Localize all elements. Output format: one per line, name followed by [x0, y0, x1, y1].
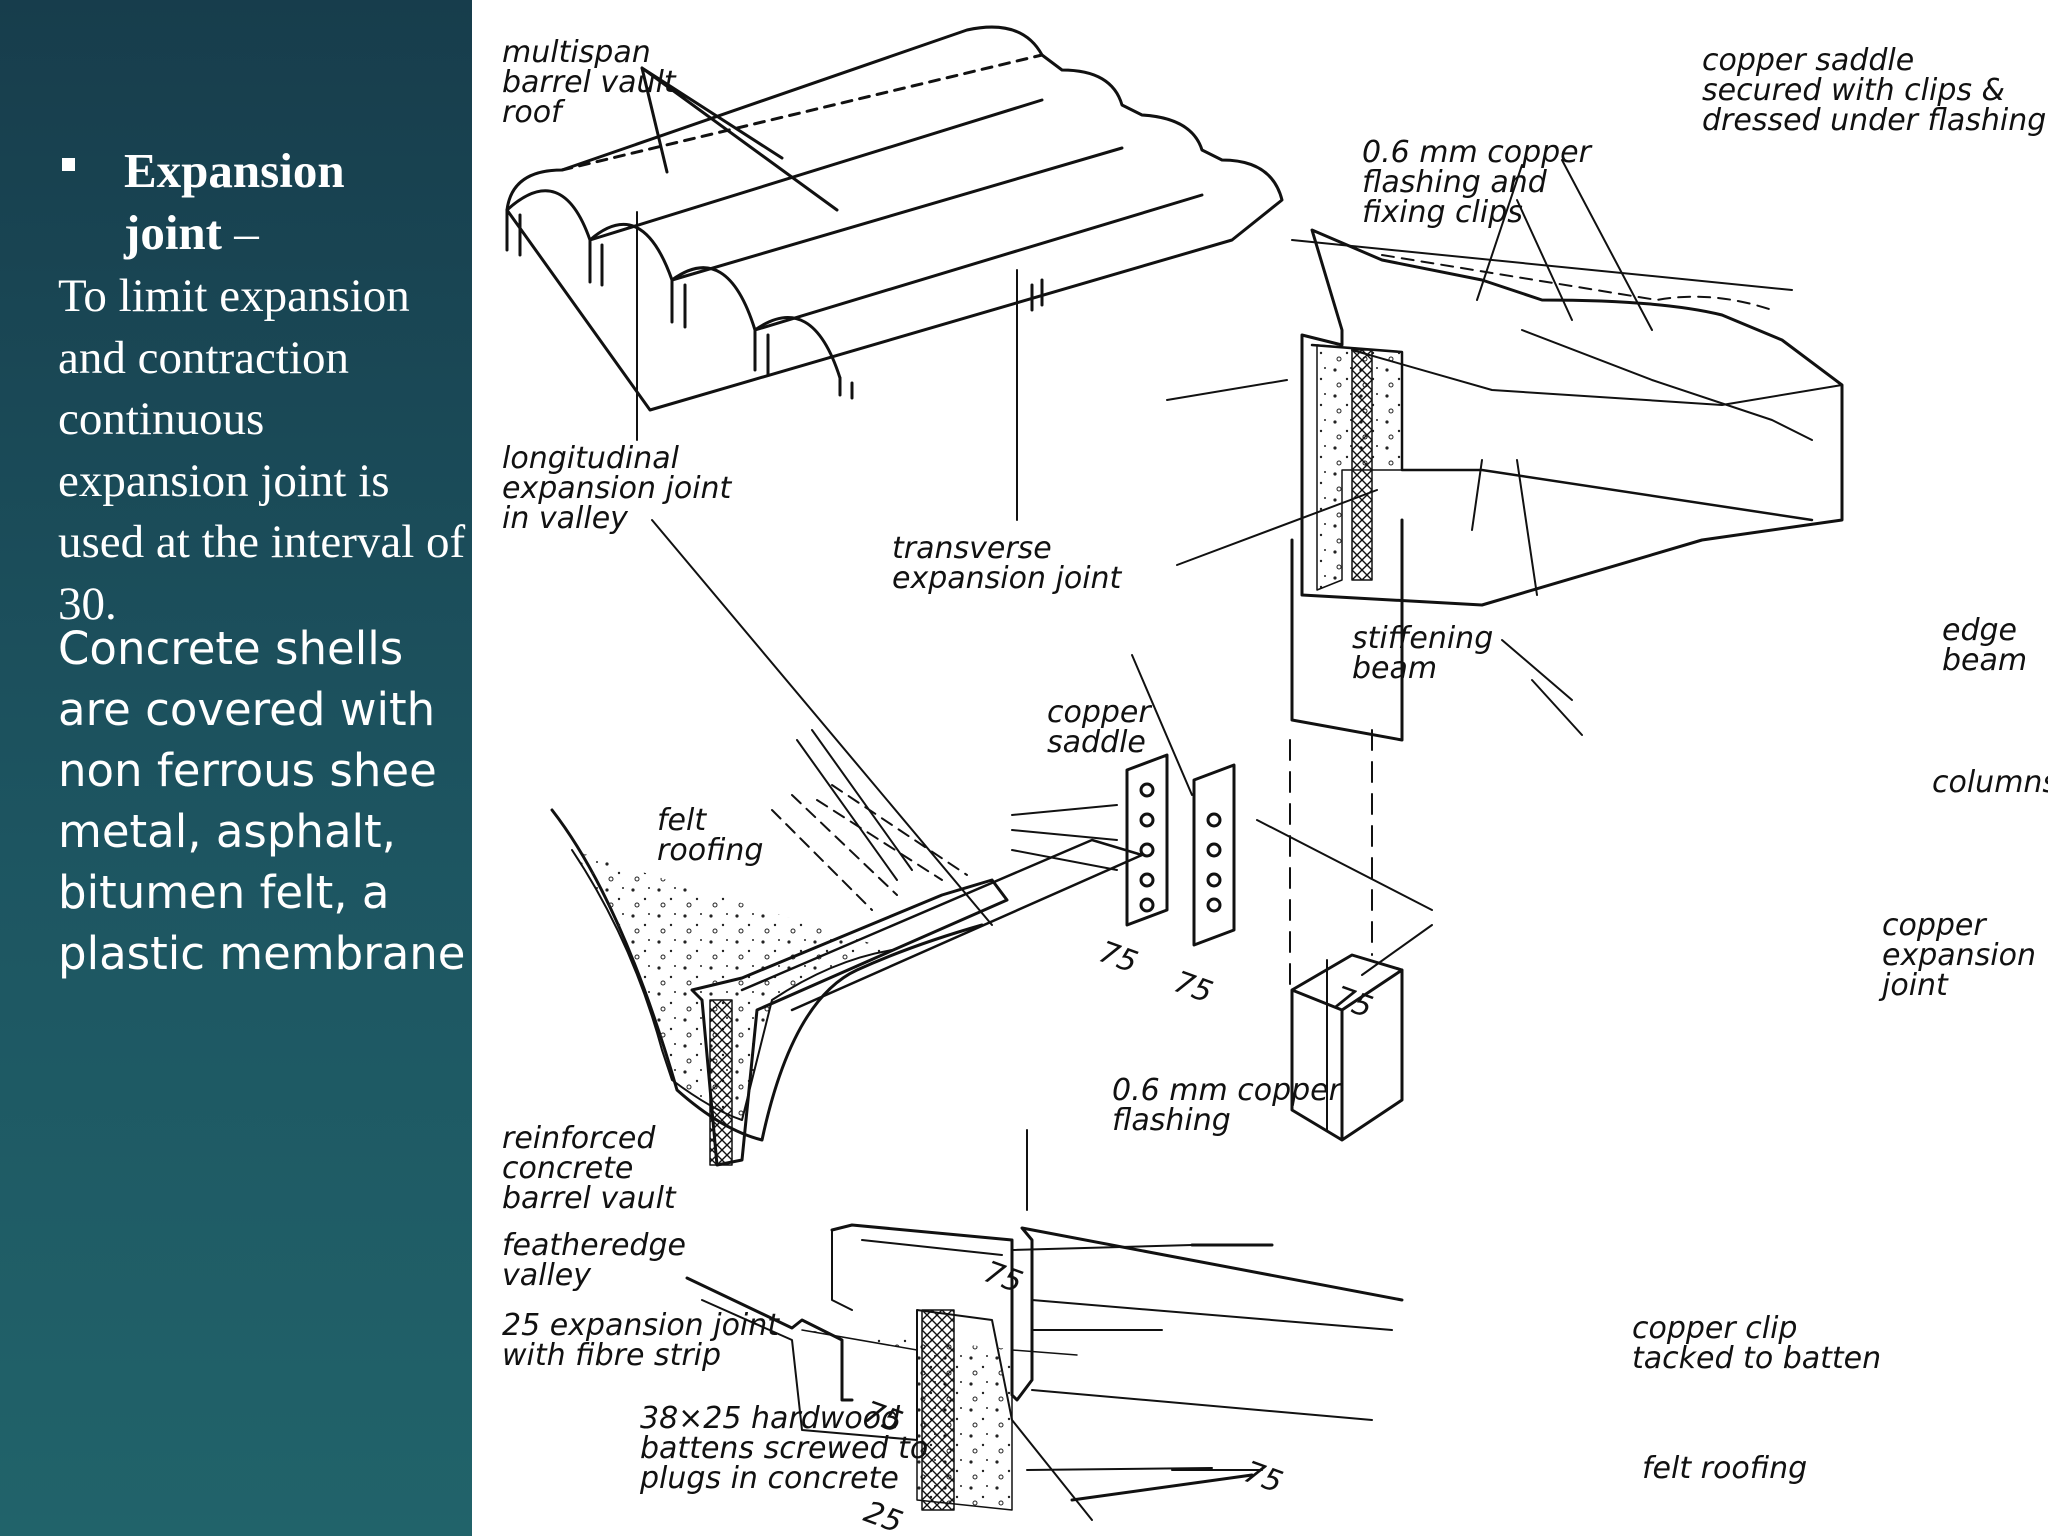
drawing-svg: multispan barrel vault roof longitudinal… [502, 25, 2048, 1536]
label-multispan-1: multispan [502, 35, 651, 70]
dim-75-f: 75 [1329, 980, 1377, 1026]
label-felt-roofing-1: felt [657, 803, 707, 838]
label-longitudinal-2: expansion joint [502, 471, 733, 506]
label-edge-beam-1: edge [1942, 613, 2017, 648]
bullet-heading: Expansion joint – [124, 140, 454, 264]
label-copper-flashing-clips-1: 0.6 mm copper [1362, 135, 1593, 170]
label-multispan-3: roof [502, 95, 566, 130]
label-copper-flashing-clips-3: fixing clips [1362, 195, 1523, 230]
flashing-detail-sketch [685, 1223, 1404, 1521]
label-copper-clip-2: tacked to batten [1632, 1341, 1881, 1376]
label-copper-saddle-2: saddle [1047, 725, 1146, 760]
label-transverse-1: transverse [892, 531, 1052, 566]
label-multispan-2: barrel vault [502, 65, 677, 100]
label-copper-expansion-3: joint [1878, 968, 1949, 1003]
label-longitudinal-1: longitudinal [502, 441, 680, 476]
label-featheredge-1: featheredge [502, 1228, 686, 1263]
label-copper-saddle-secured-1: copper saddle [1702, 43, 1914, 78]
dim-75-b: 75 [1169, 965, 1217, 1011]
label-transverse-2: expansion joint [892, 561, 1123, 596]
label-reinforced-3: barrel vault [502, 1181, 677, 1216]
paragraph-shell-coverings: Concrete shells are covered with non fer… [58, 622, 466, 980]
text-panel: Expansion joint – To limit expansion and… [0, 0, 472, 1536]
barrel-vault-roof-sketch [505, 25, 1284, 412]
label-copper-saddle-secured-2: secured with clips & [1702, 73, 2005, 108]
label-felt-roofing-2: roofing [657, 833, 763, 868]
dim-75-e: 75 [1239, 1455, 1287, 1501]
heading-text: Expansion joint [124, 143, 345, 260]
valley-joint-sketch [550, 729, 1144, 1167]
label-copper-saddle-1: copper [1047, 695, 1152, 730]
label-battens-1: 38×25 hardwood [640, 1401, 901, 1436]
label-reinforced-2: concrete [502, 1151, 633, 1186]
paragraph-expansion-interval: To limit expansion and contraction conti… [58, 270, 466, 630]
label-expansion25-2: with fibre strip [502, 1338, 721, 1373]
label-copper-expansion-1: copper [1882, 908, 1987, 943]
expansion-joint-drawing: multispan barrel vault roof longitudinal… [472, 0, 2048, 1536]
edge-beam-sketch [1290, 228, 1844, 742]
label-expansion25-1: 25 expansion joint [502, 1308, 780, 1343]
label-battens-3: plugs in concrete [639, 1461, 899, 1496]
square-bullet-icon [62, 158, 75, 171]
label-copper-expansion-2: expansion [1882, 938, 2036, 973]
label-copper-flashing-clips-2: flashing and [1362, 165, 1548, 200]
dim-75-c: 75 [979, 1255, 1027, 1301]
label-stiffening-2: beam [1352, 651, 1437, 686]
label-featheredge-2: valley [502, 1258, 592, 1293]
label-battens-2: battens screwed to [640, 1431, 928, 1466]
drawing-labels: multispan barrel vault roof longitudinal… [502, 35, 2048, 1536]
label-longitudinal-3: in valley [502, 501, 629, 536]
label-reinforced-1: reinforced [502, 1121, 656, 1156]
dim-75-a: 75 [1094, 935, 1142, 981]
heading-dash: – [234, 205, 259, 260]
label-copper-clip-1: copper clip [1632, 1311, 1797, 1346]
label-columns: columns [1932, 765, 2048, 800]
label-felt-roofing-bottom: felt roofing [1642, 1451, 1807, 1486]
copper-joint-parts [1125, 729, 1404, 1142]
label-edge-beam-2: beam [1942, 643, 2027, 678]
label-copper-flashing-bottom-1: 0.6 mm copper [1112, 1073, 1343, 1108]
dim-25: 25 [859, 1495, 907, 1536]
label-stiffening-1: stiffening [1352, 621, 1493, 656]
label-copper-saddle-secured-3: dressed under flashing [1702, 103, 2046, 138]
label-copper-flashing-bottom-2: flashing [1112, 1103, 1231, 1138]
